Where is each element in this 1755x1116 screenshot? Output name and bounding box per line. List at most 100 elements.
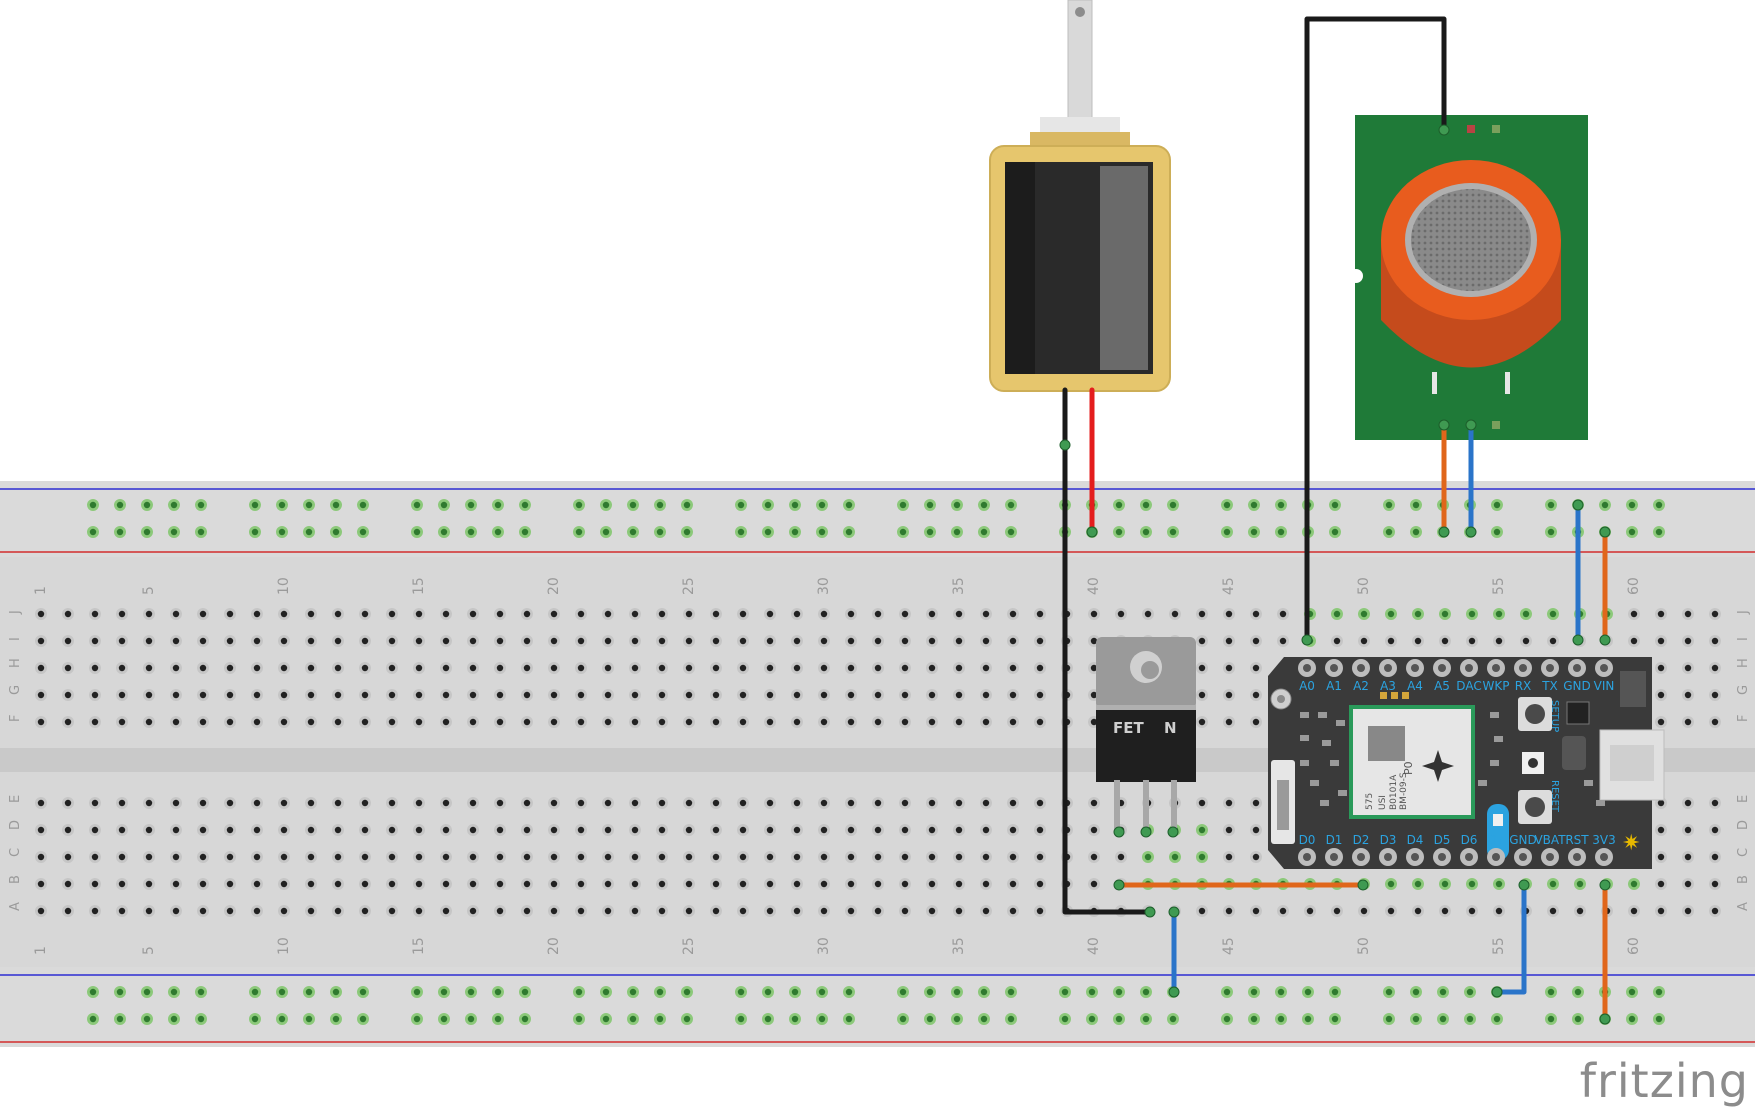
breadboard-hole xyxy=(1466,608,1478,620)
breadboard-hole xyxy=(114,499,126,511)
breadboard-hole xyxy=(440,689,452,701)
breadboard-hole xyxy=(494,689,506,701)
photon-pin xyxy=(1514,659,1532,677)
breadboard-hole xyxy=(1412,878,1424,890)
photon-pin-label: A1 xyxy=(1326,679,1342,693)
breadboard-hole xyxy=(278,608,290,620)
breadboard-hole xyxy=(1491,499,1503,511)
breadboard-hole xyxy=(1088,824,1100,836)
row-letter: D xyxy=(1736,820,1751,830)
breadboard-hole xyxy=(251,608,263,620)
module-brand: USI xyxy=(1378,795,1388,810)
breadboard-hole xyxy=(278,824,290,836)
breadboard-hole xyxy=(411,986,423,998)
breadboard-hole xyxy=(764,608,776,620)
breadboard-hole xyxy=(521,878,533,890)
breadboard-hole xyxy=(168,986,180,998)
breadboard-hole xyxy=(737,662,749,674)
breadboard-hole xyxy=(1221,986,1233,998)
breadboard-hole xyxy=(224,851,236,863)
reset-label: RESET xyxy=(1549,780,1560,813)
breadboard-hole xyxy=(278,635,290,647)
breadboard-hole xyxy=(1059,1013,1071,1025)
breadboard-hole xyxy=(1385,878,1397,890)
breadboard-hole xyxy=(1169,608,1181,620)
breadboard-hole xyxy=(710,797,722,809)
breadboard-hole xyxy=(575,635,587,647)
breadboard-hole xyxy=(953,662,965,674)
breadboard-hole xyxy=(1223,851,1235,863)
row-letter: C xyxy=(1736,848,1751,857)
breadboard-hole xyxy=(1682,824,1694,836)
photon-pin xyxy=(1298,659,1316,677)
breadboard-hole xyxy=(465,986,477,998)
breadboard-hole xyxy=(1275,499,1287,511)
breadboard-hole xyxy=(386,662,398,674)
breadboard-hole xyxy=(629,662,641,674)
breadboard-hole xyxy=(1412,905,1424,917)
breadboard-hole xyxy=(143,824,155,836)
breadboard-hole xyxy=(818,608,830,620)
breadboard-hole xyxy=(683,689,695,701)
breadboard-hole xyxy=(251,905,263,917)
breadboard-hole xyxy=(251,851,263,863)
breadboard-hole xyxy=(1221,1013,1233,1025)
breadboard-hole xyxy=(1007,608,1019,620)
breadboard-hole xyxy=(1034,689,1046,701)
breadboard-hole xyxy=(303,1013,315,1025)
breadboard-hole xyxy=(1464,986,1476,998)
breadboard-hole xyxy=(1491,526,1503,538)
breadboard-hole xyxy=(357,1013,369,1025)
breadboard-hole xyxy=(924,1013,936,1025)
smd-part xyxy=(1318,712,1327,718)
breadboard-hole xyxy=(1113,499,1125,511)
breadboard-hole xyxy=(980,851,992,863)
breadboard-hole xyxy=(332,716,344,728)
breadboard-hole xyxy=(359,824,371,836)
breadboard-hole xyxy=(737,905,749,917)
photon-pin xyxy=(1460,659,1478,677)
breadboard-hole xyxy=(386,635,398,647)
breadboard-hole xyxy=(35,608,47,620)
side-connector-inner xyxy=(1277,780,1289,830)
breadboard-hole xyxy=(359,635,371,647)
breadboard-hole xyxy=(467,878,479,890)
breadboard-hole xyxy=(357,499,369,511)
breadboard-hole xyxy=(1466,878,1478,890)
particle-photon: P0 USI B0101A BM-09-S 575 SETUP RESET xyxy=(1268,657,1665,869)
breadboard-hole xyxy=(1005,986,1017,998)
breadboard-hole xyxy=(168,499,180,511)
breadboard-hole xyxy=(629,878,641,890)
breadboard-hole xyxy=(197,905,209,917)
breadboard-hole xyxy=(386,716,398,728)
breadboard-hole xyxy=(224,797,236,809)
smd-part xyxy=(1584,780,1593,786)
module-text-3: 575 xyxy=(1365,793,1375,810)
breadboard-hole xyxy=(791,608,803,620)
breadboard-hole xyxy=(1142,608,1154,620)
column-number: 35 xyxy=(951,577,967,595)
solenoid xyxy=(989,0,1171,392)
breadboard-hole xyxy=(1007,851,1019,863)
breadboard-hole xyxy=(1250,608,1262,620)
breadboard-hole xyxy=(629,797,641,809)
d7-led-highlight xyxy=(1487,804,1509,860)
breadboard-hole xyxy=(467,608,479,620)
fet-type-label: N xyxy=(1164,719,1177,737)
breadboard-hole xyxy=(1574,905,1586,917)
breadboard-hole xyxy=(818,851,830,863)
breadboard-hole xyxy=(924,499,936,511)
breadboard-hole xyxy=(575,608,587,620)
breadboard-hole xyxy=(1653,526,1665,538)
breadboard-hole xyxy=(1410,1013,1422,1025)
breadboard-hole xyxy=(602,689,614,701)
breadboard-hole xyxy=(1709,797,1721,809)
column-number: 15 xyxy=(411,937,427,955)
breadboard-hole xyxy=(413,878,425,890)
column-number: 5 xyxy=(141,586,157,595)
breadboard-hole xyxy=(1437,986,1449,998)
breadboard-hole xyxy=(1358,905,1370,917)
breadboard-hole xyxy=(276,499,288,511)
breadboard-hole xyxy=(1682,635,1694,647)
